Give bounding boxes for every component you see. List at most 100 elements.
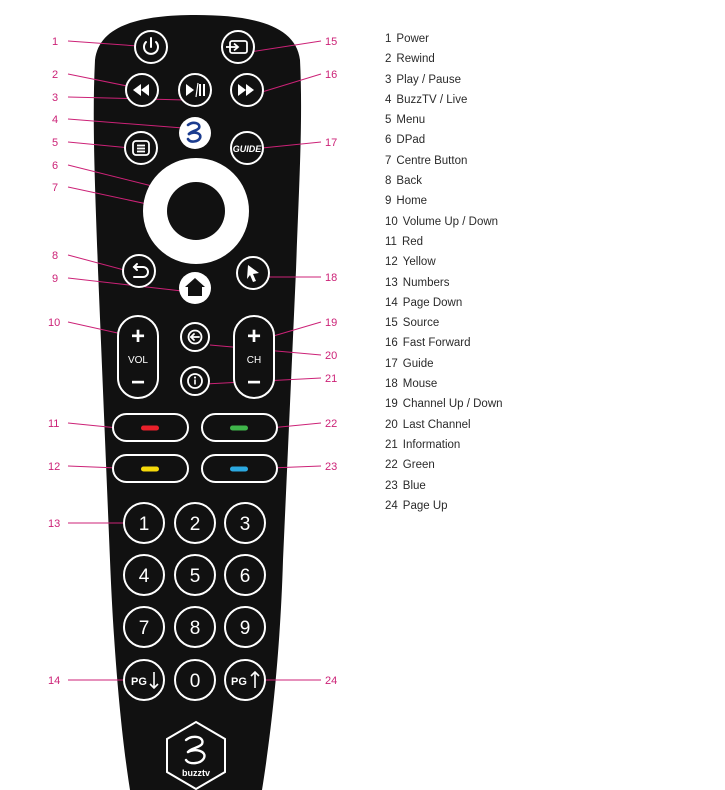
source-button[interactable]	[221, 30, 255, 64]
number-label: 1	[139, 514, 150, 535]
centre-button[interactable]	[167, 182, 225, 240]
fast-forward-button[interactable]	[230, 73, 264, 107]
legend-label: Fast Forward	[402, 337, 471, 350]
pg-label: PG	[231, 676, 247, 688]
yellow-button[interactable]	[112, 454, 189, 483]
legend-label: Numbers	[402, 276, 450, 289]
callout-11: 11	[48, 418, 59, 430]
play-pause-button[interactable]	[178, 73, 212, 107]
mouse-button[interactable]	[236, 256, 270, 290]
volume-rocker[interactable]: + VOL −	[117, 315, 159, 399]
callout-24: 24	[325, 675, 337, 687]
number-button-9[interactable]: 9	[224, 606, 266, 648]
page-down-button[interactable]: PG	[123, 659, 165, 701]
callout-12: 12	[48, 461, 60, 473]
source-icon	[226, 40, 248, 54]
number-button-8[interactable]: 8	[174, 606, 216, 648]
number-label: 2	[190, 514, 201, 535]
number-button-7[interactable]: 7	[123, 606, 165, 648]
number-label: 0	[190, 671, 201, 692]
red-indicator	[141, 425, 159, 431]
ch-label: CH	[247, 355, 261, 366]
callout-1: 1	[52, 36, 58, 48]
info-button[interactable]	[180, 366, 210, 396]
callout-10: 10	[48, 317, 60, 329]
legend-number: 12	[385, 256, 398, 269]
callout-3: 3	[52, 92, 58, 104]
legend-number: 16	[385, 337, 398, 350]
last-channel-button[interactable]	[180, 322, 210, 352]
callout-15: 15	[325, 36, 337, 48]
legend-number: 3	[385, 73, 392, 86]
legend-number: 9	[385, 195, 392, 208]
callout-7: 7	[52, 182, 58, 194]
legend-number: 22	[385, 459, 398, 472]
number-button-6[interactable]: 6	[224, 554, 266, 596]
back-icon	[132, 263, 149, 278]
legend-item: 1 Power	[385, 29, 503, 49]
legend-number: 18	[385, 378, 398, 391]
number-button-5[interactable]: 5	[174, 554, 216, 596]
legend-item: 16 Fast Forward	[385, 333, 503, 353]
red-button[interactable]	[112, 413, 189, 442]
legend-label: Power	[396, 33, 430, 45]
callout-8: 8	[52, 250, 58, 262]
legend-label: Green	[402, 459, 435, 472]
callout-16: 16	[325, 69, 337, 81]
number-label: 8	[190, 618, 201, 639]
callout-lines	[67, 40, 322, 681]
legend-number: 20	[385, 418, 398, 431]
guide-label: GUIDE	[233, 144, 263, 154]
legend-item: 22 Green	[385, 455, 503, 475]
legend-label: BuzzTV / Live	[396, 93, 468, 106]
legend-number: 1	[385, 33, 392, 45]
legend-label: Last Channel	[402, 418, 471, 431]
blue-button[interactable]	[201, 454, 278, 483]
fast-forward-icon	[238, 84, 254, 96]
page-up-button[interactable]: PG	[224, 659, 266, 701]
number-button-0[interactable]: 0	[174, 659, 216, 701]
green-button[interactable]	[201, 413, 278, 442]
legend-number: 19	[385, 398, 398, 411]
number-button-2[interactable]: 2	[174, 502, 216, 544]
legend-label: Page Down	[402, 296, 463, 309]
home-button[interactable]	[179, 272, 211, 304]
home-icon	[185, 278, 205, 296]
legend-number: 15	[385, 317, 398, 330]
menu-button[interactable]	[124, 131, 158, 165]
callout-13: 13	[48, 518, 60, 530]
guide-button[interactable]: GUIDE	[230, 131, 264, 165]
back-button[interactable]	[122, 254, 156, 288]
vol-label: VOL	[128, 355, 148, 366]
channel-up-icon: +	[247, 323, 261, 350]
number-button-4[interactable]: 4	[123, 554, 165, 596]
legend-number: 24	[385, 499, 398, 512]
legend-number: 11	[385, 235, 397, 248]
number-button-3[interactable]: 3	[224, 502, 266, 544]
legend-number: 23	[385, 479, 398, 492]
volume-down-icon: −	[131, 369, 145, 396]
number-label: 9	[240, 618, 251, 639]
channel-rocker[interactable]: + CH −	[233, 315, 275, 399]
legend-label: DPad	[396, 134, 426, 147]
number-label: 4	[139, 566, 150, 587]
power-button[interactable]	[134, 30, 168, 64]
number-label: 5	[190, 566, 201, 587]
legend-number: 13	[385, 276, 398, 289]
legend-label: Rewind	[396, 53, 435, 66]
legend-label: Guide	[402, 357, 434, 370]
rewind-button[interactable]	[125, 73, 159, 107]
legend-label: Volume Up / Down	[402, 215, 499, 228]
buzztv-live-button[interactable]	[179, 117, 211, 149]
info-icon	[187, 373, 203, 389]
menu-icon	[132, 140, 150, 156]
number-button-1[interactable]: 1	[123, 502, 165, 544]
